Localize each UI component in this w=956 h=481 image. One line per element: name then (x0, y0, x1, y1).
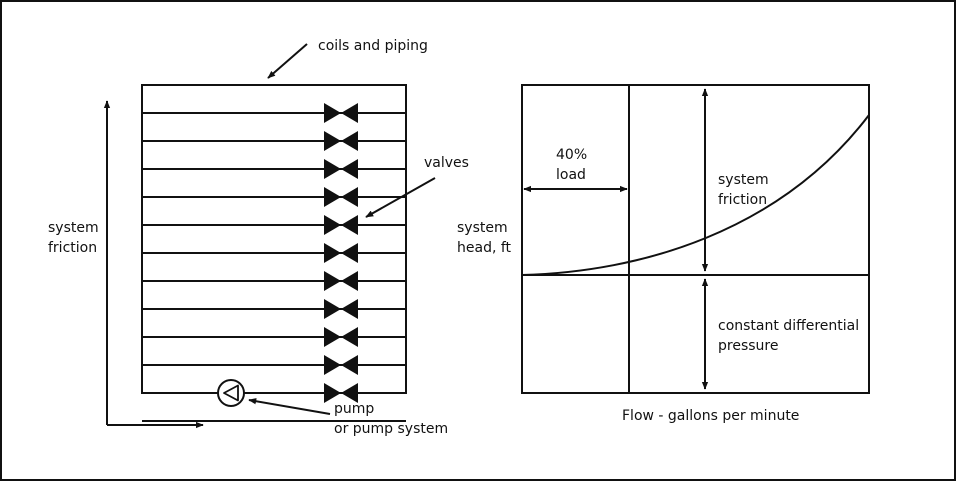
ylabel-line1: system (457, 220, 508, 236)
valve-icon (324, 187, 358, 207)
pump-icon (217, 379, 245, 407)
valve-icon (324, 103, 358, 123)
plot-frame (521, 84, 870, 394)
coil-system-diagram: coils and piping valves system friction … (48, 38, 469, 437)
pump-pointer-arrow (248, 398, 331, 415)
coils-pointer-arrow (267, 43, 308, 79)
valve-icon (324, 299, 358, 319)
left-friction-label-line1: system (48, 220, 99, 236)
left-friction-label-line2: friction (48, 240, 97, 256)
valve-icon (324, 215, 358, 235)
valve-icon (324, 271, 358, 291)
pump-label-line1: pump (334, 401, 374, 417)
valves-label: valves (424, 155, 469, 171)
valve-icon (324, 131, 358, 151)
system-head-curve-diagram: 40% load system friction constant differ… (457, 84, 870, 424)
piping-frame (141, 84, 407, 394)
pressure-label-line1: constant differential (718, 318, 859, 334)
ylabel-line2: head, ft (457, 240, 512, 256)
valve-group (324, 103, 358, 403)
coils-label: coils and piping (318, 38, 428, 54)
valves-pointer-arrow (365, 177, 436, 218)
right-friction-label-line2: friction (718, 192, 767, 208)
load-label-line2: load (556, 167, 586, 183)
valve-icon (324, 243, 358, 263)
valve-icon (324, 383, 358, 403)
coil-lines (142, 112, 406, 422)
valve-icon (324, 355, 358, 375)
pump-label-line2: or pump system (334, 421, 448, 437)
system-curve (521, 114, 870, 276)
load-label-line1: 40% (556, 147, 587, 163)
right-friction-label-line1: system (718, 172, 769, 188)
xlabel: Flow - gallons per minute (622, 408, 799, 424)
valve-icon (324, 327, 358, 347)
valve-icon (324, 159, 358, 179)
pressure-label-line2: pressure (718, 338, 778, 354)
